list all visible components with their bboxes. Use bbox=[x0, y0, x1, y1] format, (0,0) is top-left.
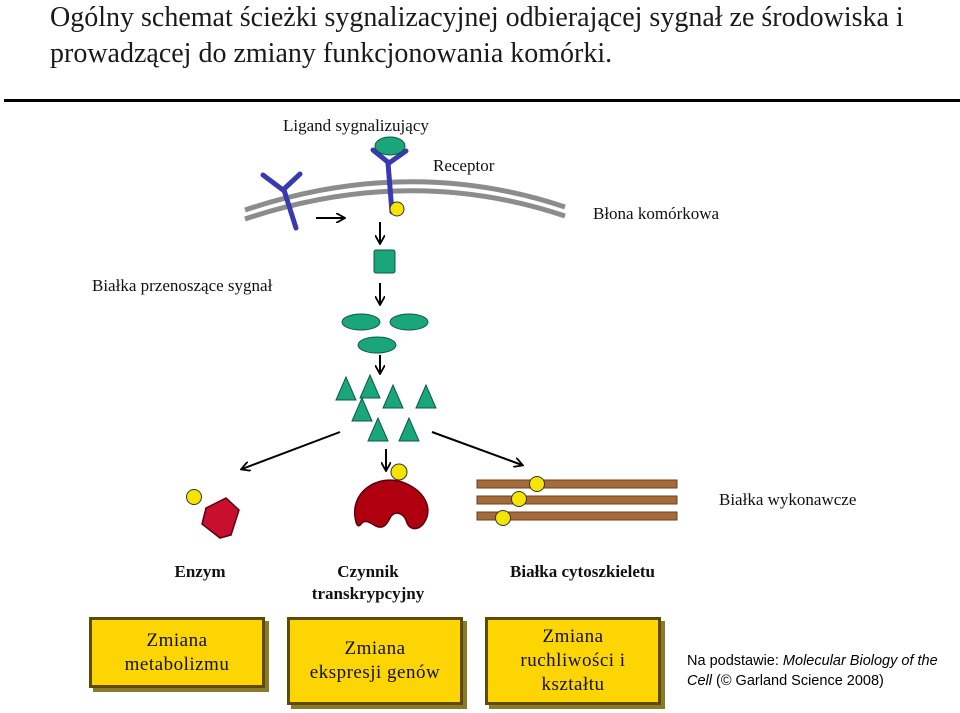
transfer-proteins-label: Białka przenoszące sygnał bbox=[92, 276, 273, 295]
receptor-inactive bbox=[260, 171, 303, 231]
receptor-label: Receptor bbox=[433, 156, 495, 175]
tf-phosphate-marker bbox=[390, 463, 408, 481]
effector-proteins-label: Białka wykonawcze bbox=[719, 490, 857, 509]
phosphate-marker bbox=[389, 201, 405, 217]
title-divider bbox=[4, 99, 960, 102]
transcription-factor-protein bbox=[353, 463, 429, 530]
cyto-phosphate-marker-2 bbox=[511, 491, 527, 507]
arrow-to-cytoskeleton bbox=[431, 431, 522, 465]
cascade-protein-1 bbox=[341, 313, 381, 331]
amplified-signal-proteins bbox=[335, 373, 437, 442]
cytoskeleton-filaments bbox=[476, 476, 678, 526]
cascade-protein-3 bbox=[357, 336, 397, 354]
relay-protein bbox=[373, 249, 396, 274]
ligand-label: Ligand sygnalizujący bbox=[283, 116, 429, 135]
membrane-label: Błona komórkowa bbox=[593, 204, 720, 223]
cytoskeleton-caption: Białka cytoszkieletu bbox=[510, 562, 655, 581]
diagram-title: Ogólny schemat ścieżki sygnalizacyjnej o… bbox=[50, 2, 904, 69]
arrow-to-enzyme bbox=[242, 431, 341, 469]
transcription-factor-caption: Czynnik transkrypcyjny bbox=[311, 562, 425, 603]
receptor-active bbox=[370, 136, 409, 217]
cascade-protein-2 bbox=[389, 313, 429, 331]
enzyme-phosphate-marker bbox=[186, 489, 202, 505]
ligand-molecule bbox=[374, 136, 406, 156]
cyto-phosphate-marker-3 bbox=[495, 510, 511, 526]
cyto-phosphate-marker-1 bbox=[529, 476, 545, 492]
enzyme-protein bbox=[186, 489, 240, 539]
enzyme-caption: Enzym bbox=[174, 562, 226, 581]
